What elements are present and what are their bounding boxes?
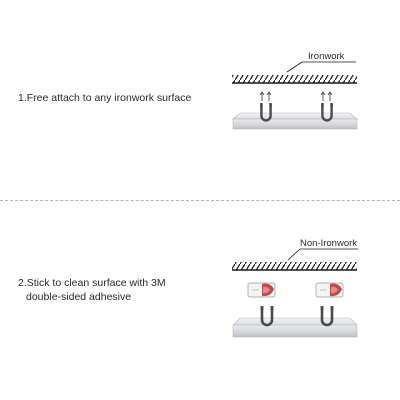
light-bar	[232, 317, 358, 338]
adhesive-pad-icon	[315, 282, 344, 298]
adhesive-pad-icon	[247, 282, 276, 298]
ironwork-hatch	[232, 75, 357, 83]
non-ironwork-section: Non-Ironwork	[232, 238, 358, 338]
light-bar	[232, 112, 358, 130]
ironwork-callout-leader	[286, 61, 303, 73]
ironwork-section: Ironwork	[232, 51, 358, 130]
step-1-text: 1.Free attach to any ironwork surface	[18, 92, 192, 104]
section-divider	[0, 200, 400, 201]
magnet-arrow-icon	[259, 91, 333, 101]
non-ironwork-callout-leader	[287, 248, 301, 261]
non-ironwork-label: Non-Ironwork	[300, 238, 357, 249]
step-2-text-line-1: 2.Stick to clean surface with 3M	[18, 277, 166, 289]
step-2-text-line-2: double-sided adhesive	[26, 291, 132, 303]
ironwork-label: Ironwork	[308, 51, 345, 62]
non-ironwork-hatch	[232, 262, 357, 270]
